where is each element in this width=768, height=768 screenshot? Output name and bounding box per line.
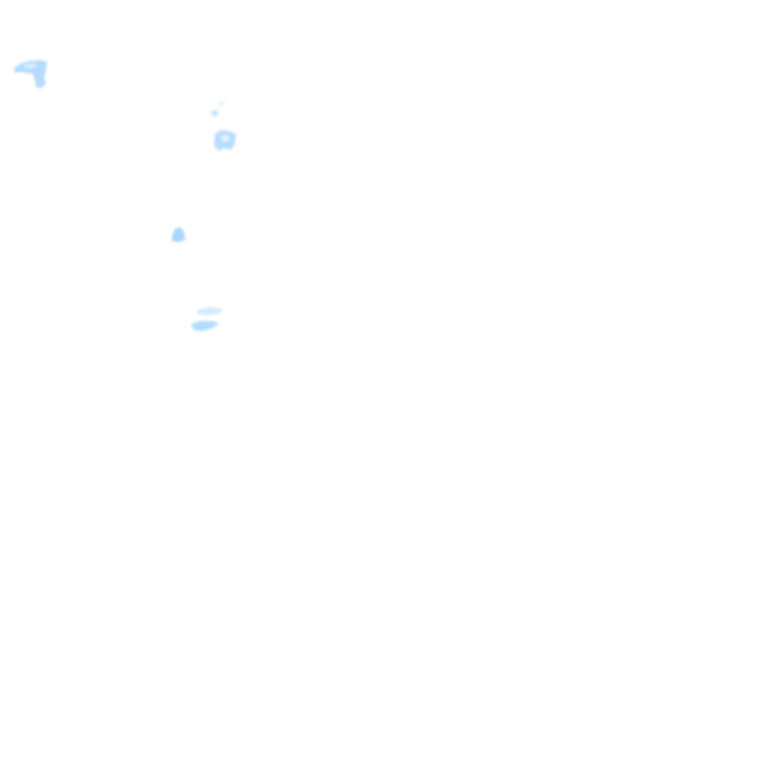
water-patch-1-main xyxy=(14,60,47,88)
water-patch-1 xyxy=(14,60,47,88)
water-patch-2-speck-b xyxy=(218,101,225,105)
water-patch-4-main xyxy=(172,227,185,242)
water-patch-4 xyxy=(172,227,185,242)
water-patch-3 xyxy=(214,130,236,151)
water-patch-5-top xyxy=(197,307,222,315)
water-patch-3-light xyxy=(220,135,230,142)
water-patch-5 xyxy=(191,307,222,331)
water-patch-2-speck-a xyxy=(210,110,219,117)
water-patch-1-light xyxy=(24,63,38,69)
water-patch-2 xyxy=(210,101,225,117)
water-patch-5-bottom xyxy=(191,321,219,331)
